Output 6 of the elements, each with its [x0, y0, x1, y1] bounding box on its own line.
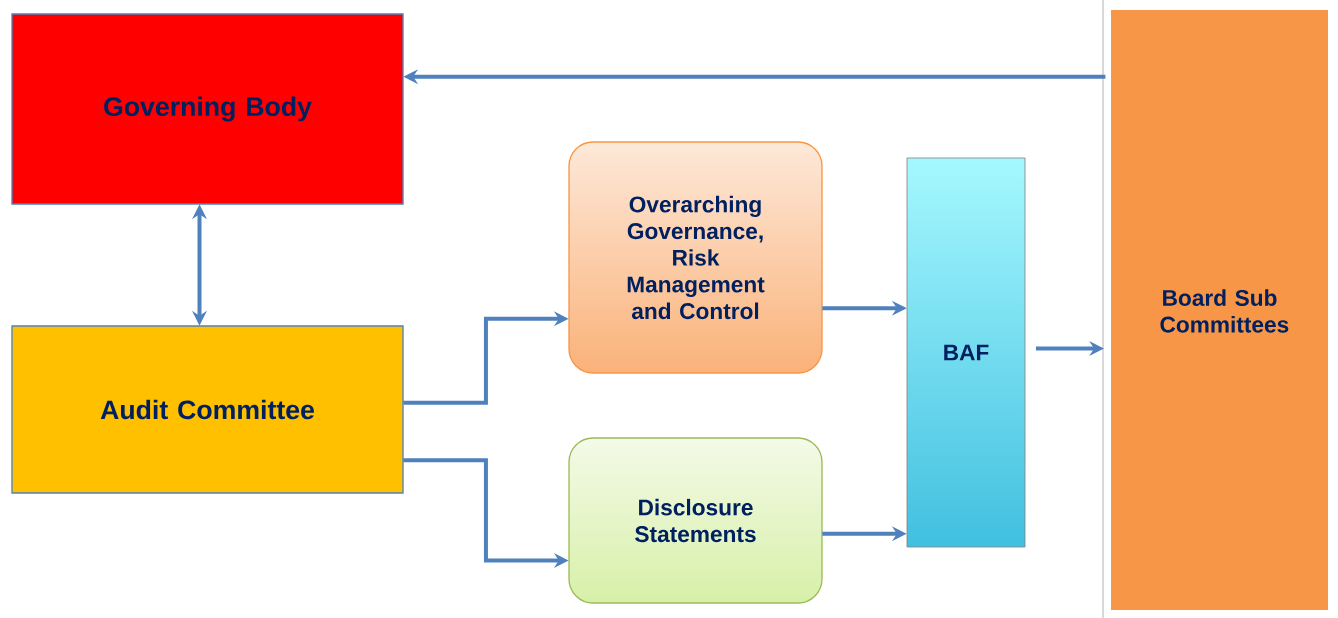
- process-box: Overarching Governance, Risk Management and Control: [568, 141, 823, 374]
- governing-box: Governing Body: [11, 13, 404, 205]
- committee-panel: Board Sub Committees: [1111, 10, 1328, 610]
- framework-bar: BAF: [906, 157, 1026, 548]
- committee-box: Audit Committee: [11, 325, 404, 494]
- process-box: Disclosure Statements: [568, 437, 823, 604]
